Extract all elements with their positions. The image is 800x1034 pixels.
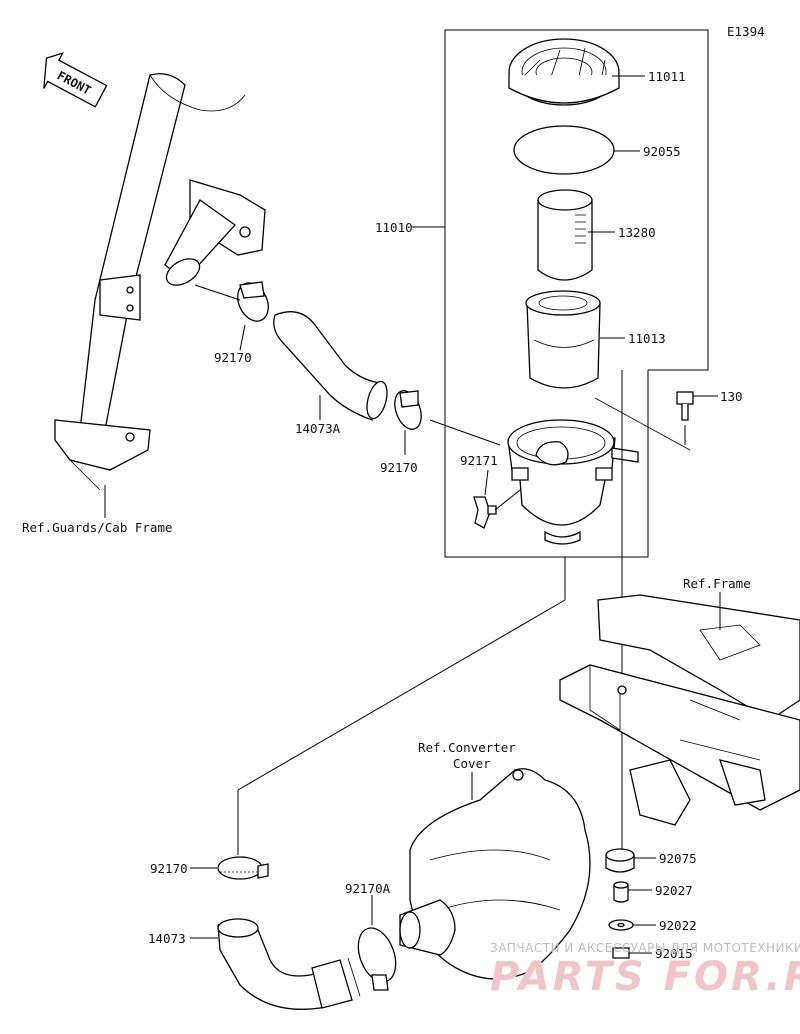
collar-92027: [613, 881, 629, 903]
air-cleaner-housing: [507, 397, 691, 545]
label-92170-upper: 92170: [214, 350, 252, 365]
ref-converter-line1: Ref.Converter: [418, 740, 516, 755]
diagram-code: E1394: [727, 24, 765, 39]
ref-converter-line2: Cover: [453, 756, 491, 771]
label-92170-mid: 92170: [380, 460, 418, 475]
label-92170-lower: 92170: [150, 861, 188, 876]
label-11010: 11010: [375, 220, 413, 235]
label-92171: 92171: [460, 453, 498, 468]
label-92015: 92015: [655, 946, 693, 961]
clamp-92170-upper: [237, 281, 269, 322]
washer-92022: [608, 919, 634, 931]
label-92027: 92027: [655, 883, 693, 898]
hose-14073A: [273, 311, 388, 421]
ref-guards-label: Ref.Guards/Cab Frame: [22, 520, 173, 535]
label-130: 130: [720, 389, 743, 404]
label-14073: 14073: [148, 931, 186, 946]
label-13280: 13280: [618, 225, 656, 240]
vehicle-frame: [559, 594, 800, 826]
clamp-92170A: [357, 927, 397, 991]
watermark-line2: PARTS FOR.RU: [490, 954, 800, 1000]
filter-11013: [525, 290, 601, 389]
group-bracket-11010: [444, 29, 709, 558]
label-92055: 92055: [643, 144, 681, 159]
label-11013: 11013: [628, 331, 666, 346]
cab-frame-tube: [54, 73, 266, 491]
clamp-92170-mid: [394, 390, 422, 430]
grommet-92075: [605, 848, 635, 873]
ref-frame-label: Ref.Frame: [683, 576, 751, 591]
label-11011: 11011: [648, 69, 686, 84]
element-13280: [537, 189, 593, 281]
clip-92171: [473, 496, 497, 529]
label-92022: 92022: [659, 918, 697, 933]
front-arrow: FRONT: [43, 52, 108, 108]
converter-cover: [399, 768, 591, 980]
label-14073A: 14073A: [295, 421, 341, 436]
watermark-line1: ЗАПЧАСТИ И АКСЕССУАРЫ ДЛЯ МОТОТЕХНИКИ: [490, 941, 800, 955]
label-92170A: 92170A: [345, 881, 391, 896]
nut-92015: [612, 947, 630, 959]
cap-11011: [508, 38, 620, 106]
hose-14073: [217, 918, 361, 1010]
label-92075: 92075: [659, 851, 697, 866]
oring-92055: [513, 125, 615, 175]
bolt-130: [676, 391, 694, 421]
clamp-92170-lower: [217, 856, 269, 880]
